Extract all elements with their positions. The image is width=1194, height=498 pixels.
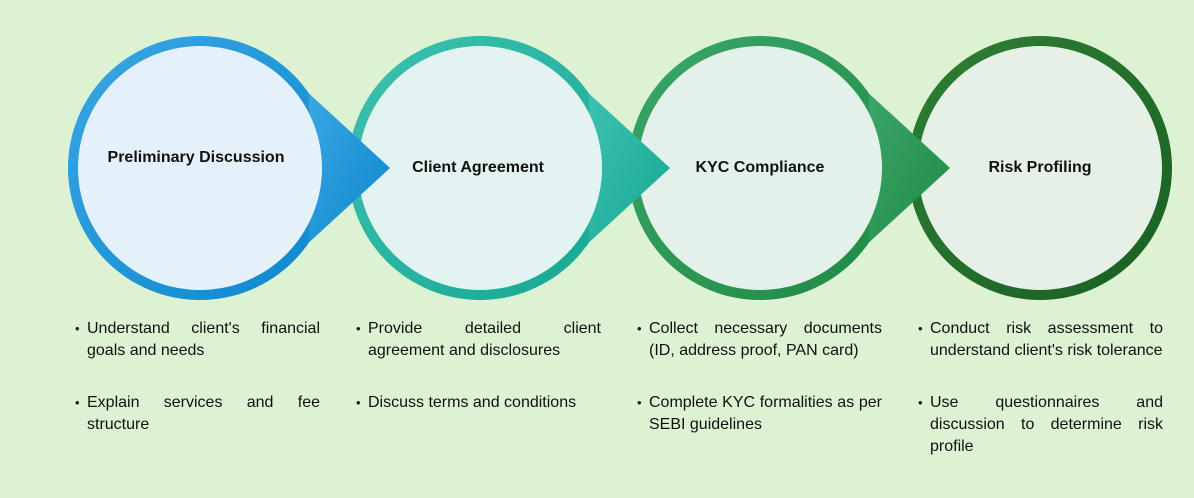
step-title-risk-profiling: Risk Profiling (988, 159, 1092, 176)
bullets-kyc-compliance: Collect necessary documents (ID, address… (637, 318, 882, 466)
step-ring-risk-profiling (908, 36, 1172, 300)
bullets-client-agreement: Provide detailed client agreement and di… (356, 318, 601, 444)
ring-inner (918, 46, 1162, 290)
arrow-connector (308, 93, 390, 243)
step-title-kyc-compliance: KYC Compliance (695, 159, 825, 176)
arrow-connector (588, 93, 670, 243)
arrow-connector (868, 93, 950, 243)
bullet-item: Collect necessary documents (ID, address… (637, 318, 882, 362)
bullet-item: Understand client's financial goals and … (75, 318, 320, 362)
ring-inner (638, 46, 882, 290)
bullets-preliminary-discussion: Understand client's financial goals and … (75, 318, 320, 466)
step-ring-client-agreement (348, 36, 670, 300)
bullet-item: Complete KYC formalities as per SEBI gui… (637, 392, 882, 436)
bullet-item: Conduct risk assessment to understand cl… (918, 318, 1163, 362)
bullet-item: Explain services and fee structure (75, 392, 320, 436)
step-title-preliminary-discussion: Preliminary Discussion (107, 149, 285, 166)
ring-inner (358, 46, 602, 290)
bullet-item: Discuss terms and conditions (356, 392, 601, 414)
step-ring-preliminary-discussion (68, 36, 390, 300)
ring-inner (78, 46, 322, 290)
bullets-risk-profiling: Conduct risk assessment to understand cl… (918, 318, 1163, 488)
bullet-item: Provide detailed client agreement and di… (356, 318, 601, 362)
step-title-client-agreement: Client Agreement (412, 159, 544, 176)
step-ring-kyc-compliance (628, 36, 950, 300)
bullet-item: Use questionnaires and discussion to det… (918, 392, 1163, 458)
